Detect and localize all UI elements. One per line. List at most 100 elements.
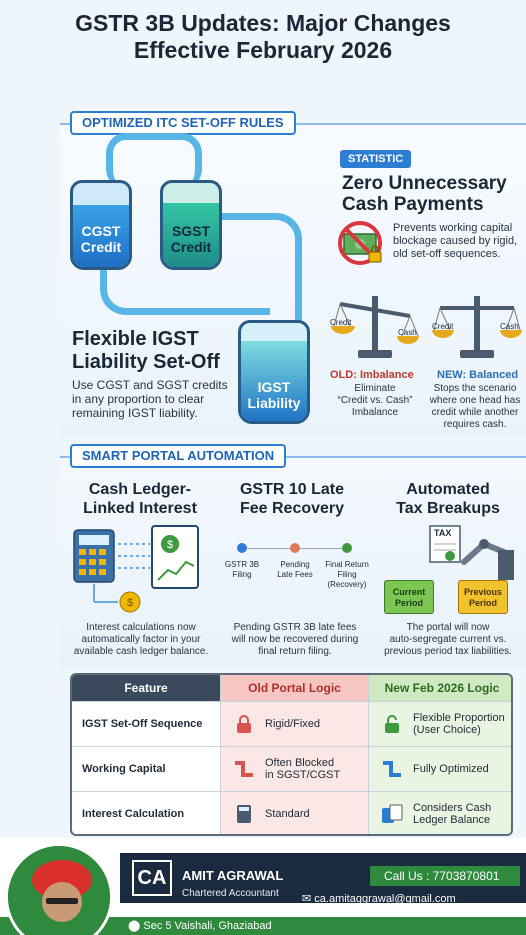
row3-old-text: Standard xyxy=(265,808,310,820)
footer-role: Chartered Accountant xyxy=(182,888,279,899)
svg-text:$: $ xyxy=(127,597,133,609)
row2-old-line-1: Often Blocked xyxy=(265,757,335,769)
row1-old-line-1: Rigid/Fixed xyxy=(265,718,321,730)
col2-body-line-2: will now be recovered during xyxy=(231,634,359,645)
row1-old-text: Rigid/Fixed xyxy=(265,718,320,730)
blocked-pipe-icon xyxy=(231,756,257,782)
zero-cash-description: Prevents working capital blockage caused… xyxy=(393,222,517,261)
section-header-automation: SMART PORTAL AUTOMATION xyxy=(70,444,287,468)
row3-feature: Interest Calculation xyxy=(72,791,220,834)
avatar xyxy=(5,843,113,935)
robot-arm-icon: TAX xyxy=(424,522,520,582)
scale-left-cash-label: Cash xyxy=(398,328,417,337)
statistic-badge: STATISTIC xyxy=(340,150,412,168)
igst-label: IGST xyxy=(257,379,291,395)
igst-liability-tank: IGST Liability xyxy=(238,320,310,424)
email-text[interactable]: ca.amitaggrawal@gmail.com xyxy=(314,893,456,905)
flex-body-line-2: in any proportion to clear xyxy=(72,392,205,406)
previous-folder-line-1: Previous xyxy=(463,587,503,597)
row3-new-text: Considers Cash Ledger Balance xyxy=(413,802,491,826)
previous-folder-line-2: Period xyxy=(468,598,497,608)
flowing-pipe-icon xyxy=(379,756,405,782)
footer-phone[interactable]: Call Us : 7703870801 xyxy=(370,866,520,886)
step3-line-3: (Recovery) xyxy=(327,580,367,589)
stat-body-line-2: blockage caused by rigid, xyxy=(393,235,518,247)
sgst-credit-tank: SGST Credit xyxy=(160,180,222,270)
new-balanced-description: Stops the scenario where one head has cr… xyxy=(426,383,524,431)
tax-breakups-heading: Automated Tax Breakups xyxy=(378,480,518,518)
balanced-scale-icon: Credit Cash xyxy=(432,290,522,362)
step1-line-1: GSTR 3B xyxy=(224,560,260,569)
col3-title-line-1: Automated xyxy=(406,481,490,498)
row2-old-text: Often Blocked in SGST/CGST xyxy=(265,757,340,781)
flexible-igst-description: Use CGST and SGST credits in any proport… xyxy=(72,378,228,420)
late-fee-timeline: GSTR 3B Filing Pending Late Fees Final R… xyxy=(222,542,369,602)
col3-body-line-2: auto-segregate current vs. xyxy=(389,634,507,645)
table-row: Working Capital Often Blocked in SGST/CG… xyxy=(72,746,511,791)
cgst-credit-label: Credit xyxy=(80,239,122,255)
stat-body-line-3: old set-off sequences. xyxy=(393,248,501,260)
col2-body-line-1: Pending GSTR 3B late fees xyxy=(233,622,357,633)
col1-body-line-3: available cash ledger balance. xyxy=(73,646,209,657)
row1-new-text: Flexible Proportion (User Choice) xyxy=(413,712,505,736)
phone-text[interactable]: Call Us : 7703870801 xyxy=(384,869,500,883)
row1-new-line-1: Flexible Proportion xyxy=(413,712,505,724)
row3-old-cell: Standard xyxy=(220,791,368,834)
col2-body-line-3: final return filing. xyxy=(258,646,332,657)
cgst-credit-tank: CGST Credit xyxy=(70,180,132,270)
col3-body-line-3: previous period tax liabilities. xyxy=(384,646,512,657)
late-fee-description: Pending GSTR 3B late fees will now be re… xyxy=(220,622,370,658)
ca-logo: CA xyxy=(132,860,172,896)
address-text: Sec 5 Vaishali, Ghaziabad xyxy=(143,920,272,932)
stat-body-line-1: Prevents working capital xyxy=(393,222,513,234)
old-body-line-2: “Credit vs. Cash” xyxy=(337,395,413,406)
title-line-2: Effective February 2026 xyxy=(133,37,393,63)
new-body-line-4: requires cash. xyxy=(443,419,507,430)
scale-right-credit-label: Credit xyxy=(432,322,454,331)
footer-address: ⬤ Sec 5 Vaishali, Ghaziabad xyxy=(128,918,272,934)
pipe-right xyxy=(222,213,302,333)
zero-cash-heading: Zero Unnecessary Cash Payments xyxy=(342,173,507,215)
sgst-label: SGST xyxy=(171,223,211,239)
table-header-row: Feature Old Portal Logic New Feb 2026 Lo… xyxy=(72,675,511,701)
new-body-line-1: Stops the scenario xyxy=(433,383,517,394)
footer-email[interactable]: ✉ ca.amitaggrawal@gmail.com xyxy=(302,892,456,905)
envelope-icon: ✉ xyxy=(302,893,315,905)
flex-title-line-1: Flexible IGST xyxy=(72,328,199,350)
row3-new-line-1: Considers Cash xyxy=(413,802,492,814)
step2-line-1: Pending xyxy=(280,560,310,569)
col3-body-line-1: The portal will now xyxy=(406,622,490,633)
row2-new-line-1: Fully Optimized xyxy=(413,763,489,775)
new-body-line-3: credit while another xyxy=(431,407,519,418)
no-cash-icon xyxy=(336,218,386,268)
col2-title-line-2: Fee Recovery xyxy=(239,500,345,517)
cgst-label: CGST xyxy=(81,223,121,239)
row1-new-line-2: (User Choice) xyxy=(413,724,481,736)
row3-new-line-2: Ledger Balance xyxy=(413,814,491,826)
footer-banner: CA AMIT AGRAWAL Chartered Accountant Cal… xyxy=(0,838,526,935)
col1-title-line-2: Linked Interest xyxy=(83,500,197,517)
new-body-line-2: where one head has xyxy=(429,395,521,406)
flex-title-line-2: Liability Set-Off xyxy=(72,351,220,373)
cash-ledger-heading: Cash Ledger- Linked Interest xyxy=(70,480,210,518)
igst-liability-label: Liability xyxy=(247,395,301,411)
header-new-logic: New Feb 2026 Logic xyxy=(368,675,511,701)
old-imbalance-title: OLD: Imbalance xyxy=(330,369,414,381)
cash-ledger-description: Interest calculations now automatically … xyxy=(68,622,214,658)
padlock-icon xyxy=(231,711,257,737)
row3-old-line-1: Standard xyxy=(265,808,310,820)
tax-doc-label: TAX xyxy=(434,528,452,538)
tax-breakups-description: The portal will now auto-segregate curre… xyxy=(372,622,524,658)
old-imbalance-description: Eliminate “Credit vs. Cash” Imbalance xyxy=(330,383,420,419)
unlocked-padlock-icon xyxy=(379,711,405,737)
row2-feature: Working Capital xyxy=(72,746,220,791)
col3-title-line-2: Tax Breakups xyxy=(396,500,500,517)
scale-right-cash-label: Cash xyxy=(500,322,519,331)
flexible-igst-heading: Flexible IGST Liability Set-Off xyxy=(72,328,220,374)
pipe-left-bottom xyxy=(100,265,270,315)
stat-title-line-1: Zero Unnecessary xyxy=(342,173,507,194)
sgst-credit-label: Credit xyxy=(170,239,212,255)
table-row: Interest Calculation Standard Considers … xyxy=(72,791,511,834)
flex-body-line-3: remaining IGST liability. xyxy=(72,406,198,420)
